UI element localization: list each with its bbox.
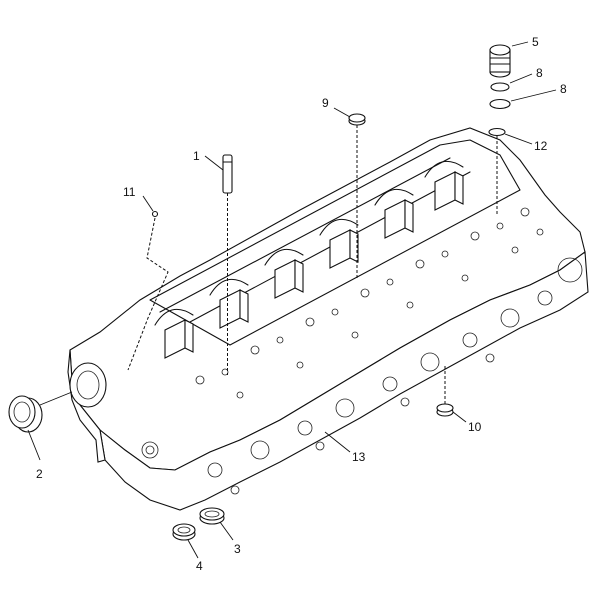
callout-9: 9 [322,96,329,110]
end-bore [69,362,107,408]
callout-3: 3 [234,542,241,556]
callout-13: 13 [352,450,366,464]
part-10-plug [436,365,467,423]
part-3-seal [199,507,234,541]
callout-1: 1 [193,149,200,163]
valve-bridges [154,160,464,359]
part-9-plug [333,107,366,278]
part-2-cup-plug [8,391,73,461]
part-8-o-rings [489,73,557,110]
cylinder-head [67,127,589,511]
callout-11: 11 [123,185,136,199]
front-ports [207,257,583,495]
callout-4: 4 [196,559,203,573]
deck-holes [195,207,544,399]
callout-8-lower: 8 [560,82,567,96]
part-13-leader [324,431,351,453]
callout-2: 2 [36,467,43,481]
part-4-seal [172,523,199,559]
part-11-fitting [127,195,169,371]
callout-12: 12 [534,139,548,153]
callout-8-upper: 8 [536,66,543,80]
callout-5: 5 [532,35,539,49]
part-1-bolt [204,154,233,375]
callout-labels: 1 2 3 4 5 8 8 9 10 11 12 13 [36,35,567,573]
part-12-ring [488,127,533,215]
callout-10: 10 [468,420,482,434]
head-front-face [99,250,589,511]
part-5-sleeve [489,41,529,78]
